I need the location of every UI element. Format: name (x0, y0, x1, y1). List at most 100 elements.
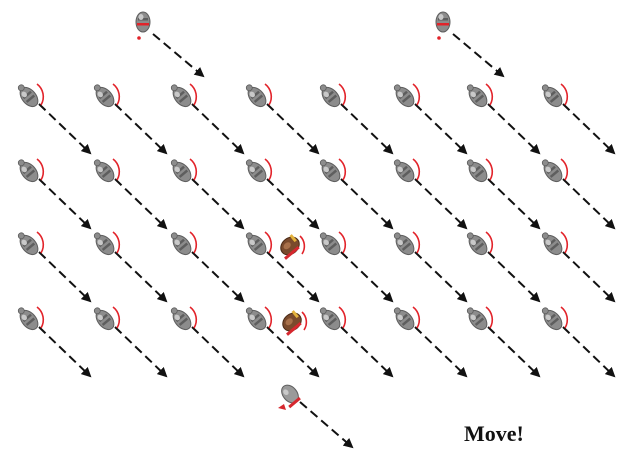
soldier-unit-r4-c4[interactable] (242, 304, 273, 333)
soldier-unit-r4-c5[interactable] (316, 304, 347, 333)
hero-unit-2[interactable] (278, 309, 308, 336)
soldier-unit-icon (93, 307, 115, 331)
move-arrow (414, 326, 468, 378)
hero-unit-1[interactable] (276, 233, 306, 260)
scout-unit-icon (281, 384, 301, 409)
soldier-unit-r4-c2[interactable] (90, 304, 121, 333)
move-arrow (340, 326, 394, 378)
soldier-unit-r2-c6[interactable] (390, 156, 421, 185)
commander-unit-2[interactable] (435, 11, 451, 40)
soldier-unit-r1-c7[interactable] (463, 81, 494, 110)
facing-arc-icon (338, 83, 347, 106)
soldier-unit-r1-c8[interactable] (538, 81, 569, 110)
soldier-unit-icon (393, 159, 415, 183)
scout-flag-icon (278, 404, 286, 410)
scout-unit[interactable] (277, 382, 303, 410)
soldier-unit-r3-c3[interactable] (167, 229, 198, 258)
facing-arc-icon (560, 306, 569, 329)
move-arrow (114, 178, 168, 230)
move-arrow (414, 251, 468, 303)
soldier-unit-icon (245, 307, 267, 331)
facing-arc-icon (112, 158, 121, 181)
soldier-unit-r3-c2[interactable] (90, 229, 121, 258)
soldier-unit-r3-c5[interactable] (316, 229, 347, 258)
soldier-unit-icon (170, 159, 192, 183)
facing-arc-icon (338, 231, 347, 254)
facing-arc-icon (299, 235, 306, 255)
move-arrow (562, 178, 616, 230)
soldier-unit-icon (93, 159, 115, 183)
hero-unit-icon (280, 234, 300, 260)
move-caption: Move! (464, 421, 524, 446)
move-arrows (38, 33, 616, 449)
soldier-unit-r3-c1[interactable] (14, 229, 45, 258)
soldier-unit-icon (170, 232, 192, 256)
soldier-unit-icon (93, 232, 115, 256)
soldier-unit-r4-c1[interactable] (14, 304, 45, 333)
soldier-unit-icon (93, 84, 115, 108)
move-arrow (414, 178, 468, 230)
soldier-unit-r4-c6[interactable] (390, 304, 421, 333)
soldier-unit-r4-c7[interactable] (463, 304, 494, 333)
facing-arc-icon (112, 231, 121, 254)
facing-arc-icon (338, 306, 347, 329)
soldier-unit-icon (17, 84, 39, 108)
soldier-unit-icon (541, 159, 563, 183)
soldier-unit-icon (466, 159, 488, 183)
soldier-unit-icon (319, 159, 341, 183)
soldier-unit-r1-c5[interactable] (316, 81, 347, 110)
soldier-unit-icon (393, 232, 415, 256)
soldier-unit-icon (319, 232, 341, 256)
facing-arc-icon (264, 158, 273, 181)
soldier-unit-r2-c7[interactable] (463, 156, 494, 185)
commander-unit-icon (135, 11, 151, 40)
soldier-unit-icon (541, 307, 563, 331)
soldier-unit-icon (319, 84, 341, 108)
commander-move-arrow (152, 33, 205, 78)
move-arrow (562, 103, 616, 155)
soldier-unit-r2-c5[interactable] (316, 156, 347, 185)
soldier-unit-r3-c7[interactable] (463, 229, 494, 258)
facing-arc-icon (412, 306, 421, 329)
soldier-unit-r2-c3[interactable] (167, 156, 198, 185)
soldier-unit-icon (466, 307, 488, 331)
soldier-unit-r3-c8[interactable] (538, 229, 569, 258)
facing-arc-icon (36, 306, 45, 329)
soldier-unit-r4-c3[interactable] (167, 304, 198, 333)
soldier-unit-r1-c2[interactable] (90, 81, 121, 110)
move-arrow (191, 178, 245, 230)
move-arrow (414, 103, 468, 155)
facing-arc-icon (189, 158, 198, 181)
soldier-unit-r2-c8[interactable] (538, 156, 569, 185)
soldier-unit-r4-c8[interactable] (538, 304, 569, 333)
move-arrow (487, 326, 541, 378)
soldier-unit-icon (319, 307, 341, 331)
move-arrow (562, 251, 616, 303)
soldier-unit-r1-c4[interactable] (242, 81, 273, 110)
facing-arc-icon (36, 158, 45, 181)
soldier-unit-r3-c6[interactable] (390, 229, 421, 258)
move-arrow (38, 178, 92, 230)
move-arrow (340, 103, 394, 155)
facing-arc-icon (560, 158, 569, 181)
facing-arc-icon (112, 83, 121, 106)
soldier-unit-r2-c1[interactable] (14, 156, 45, 185)
soldier-unit-icon (245, 159, 267, 183)
facing-arc-icon (412, 158, 421, 181)
move-arrow (487, 178, 541, 230)
soldier-unit-r1-c6[interactable] (390, 81, 421, 110)
soldier-unit-r1-c1[interactable] (14, 81, 45, 110)
facing-arc-icon (112, 306, 121, 329)
soldier-unit-icon (466, 84, 488, 108)
soldier-unit-r2-c2[interactable] (90, 156, 121, 185)
commander-unit-1[interactable] (135, 11, 151, 40)
move-arrow (266, 251, 320, 303)
move-arrow (266, 326, 320, 378)
facing-arc-icon (485, 158, 494, 181)
soldier-unit-r1-c3[interactable] (167, 81, 198, 110)
facing-arc-icon (264, 83, 273, 106)
facing-arc-icon (338, 158, 347, 181)
soldier-unit-r2-c4[interactable] (242, 156, 273, 185)
soldier-unit-r3-c4[interactable] (242, 229, 273, 258)
soldier-unit-icon (245, 84, 267, 108)
